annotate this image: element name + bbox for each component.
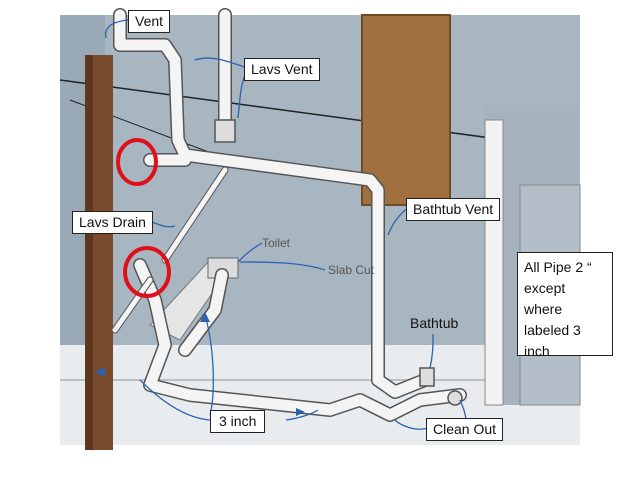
wood-stud-face — [85, 55, 93, 450]
label-slab-cut: Slab Cut — [328, 263, 375, 277]
bathtub-vent-leader — [387, 207, 409, 236]
lavs-vent-leader — [194, 57, 248, 69]
note-line: inch — [524, 343, 550, 359]
callout-lavs-vent: Lavs Vent — [244, 58, 320, 81]
note-line: All Pipe 2 “ — [524, 259, 592, 275]
bathtub-fitting — [419, 367, 435, 387]
arrow-head-left — [95, 367, 105, 377]
wall-post — [484, 119, 504, 406]
clean-out-leader — [459, 399, 467, 421]
three-inch-leader-left — [139, 379, 211, 421]
callout-bathtub-vent: Bathtub Vent — [406, 198, 501, 221]
highlight-circle-lavs-drain — [123, 246, 171, 298]
callout-clean-out: Clean Out — [426, 418, 504, 441]
note-line: labeled 3 — [524, 322, 581, 338]
slab-cut-leader — [239, 261, 326, 271]
lavs-drain-leader — [151, 221, 176, 228]
label-toilet: Toilet — [262, 236, 291, 250]
clean-out-leader-2 — [394, 419, 429, 430]
arrow-head-up — [200, 312, 210, 322]
vent-leader — [104, 19, 129, 39]
arrow-head-right — [296, 408, 305, 416]
note-line: except — [524, 280, 566, 296]
callout-leaders — [104, 19, 467, 430]
three-inch-leader-up — [204, 314, 214, 416]
pipe-network — [111, 8, 467, 422]
three-inch-leader-right — [285, 409, 319, 421]
clean-out-cap — [447, 390, 463, 406]
toilet-leader — [237, 242, 263, 263]
pipe-size-note: All Pipe 2 “ except where labeled 3 inch — [517, 252, 613, 359]
label-bathtub: Bathtub — [410, 315, 459, 331]
note-line: where — [524, 301, 563, 317]
callout-three-inch: 3 inch — [210, 410, 266, 433]
trap-fitting — [214, 119, 236, 143]
highlight-circle-lavs-tee — [116, 138, 158, 186]
door — [362, 15, 450, 205]
callout-lavs-drain: Lavs Drain — [72, 211, 153, 234]
bathtub-leader — [429, 333, 434, 369]
callout-vent: Vent — [128, 10, 171, 33]
